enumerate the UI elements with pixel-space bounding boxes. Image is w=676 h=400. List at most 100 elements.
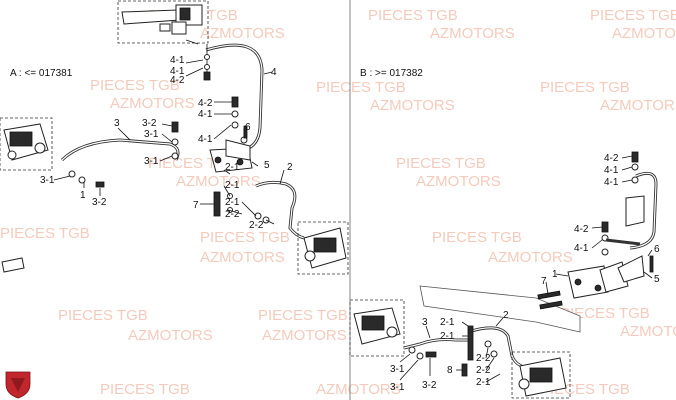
callout-4-2: 4-2: [198, 98, 213, 109]
panel-a: 4-1 4-1 4-2 4 4-2 4-1 4-1 6 3 3-2 3-1 3-…: [0, 0, 349, 275]
watermark-text: PIECES TGB: [58, 307, 148, 324]
right-caliper-box-b: [511, 351, 571, 399]
callout-4-2: 4-2: [604, 153, 619, 164]
banjo-bolt: [425, 351, 437, 358]
watermark-text: PIECES TGB: [316, 79, 406, 96]
watermark-text: PIECES TGB: [540, 79, 630, 96]
callout-3-2: 3-2: [422, 380, 437, 391]
watermark-text: AZMOTORS: [262, 327, 347, 344]
washer: [631, 176, 639, 184]
washer: [408, 346, 416, 354]
brake-junction-block: [209, 139, 253, 173]
callout-2-2: 2-2: [476, 353, 491, 364]
left-caliper-box-b: [349, 299, 405, 357]
callout-3-1: 3-1: [144, 129, 159, 140]
banjo-bolt: [231, 96, 239, 108]
watermark-text: PIECES TGB: [0, 225, 90, 242]
watermark-text: PIECES TGB: [200, 229, 290, 246]
callout-2-1: 2-1: [225, 197, 240, 208]
watermark-text: AZMOTORS: [200, 25, 285, 42]
left-caliper-box: [0, 117, 53, 171]
washer: [68, 170, 76, 178]
callout-2-1: 2-1: [225, 162, 240, 173]
callout-4-1: 4-1: [604, 165, 619, 176]
bleed-bolt-8: [461, 363, 468, 377]
leader-lines-b: [399, 155, 653, 383]
callout-7: 7: [193, 200, 199, 211]
bracket-screw: [649, 255, 654, 273]
watermark-text: AZMOTORS: [200, 249, 285, 266]
callout-2-2: 2-2: [225, 209, 240, 220]
washer: [254, 212, 262, 220]
watermark-text: AZMOTORS: [176, 173, 261, 190]
hose-clamp-bracket: [625, 195, 645, 227]
callout-1: 1: [80, 190, 86, 201]
callout-1: 1: [552, 269, 558, 280]
washer: [231, 110, 239, 118]
watermark-text: PIECES TGB: [258, 307, 348, 324]
watermark-text: PIECES TGB: [368, 7, 458, 24]
callout-2: 2: [287, 162, 293, 173]
callout-4-2: 4-2: [574, 224, 589, 235]
junction-bolt: [467, 325, 474, 361]
washer: [490, 350, 498, 358]
washer: [631, 163, 639, 171]
watermark-text: PIECES TGB: [590, 7, 676, 24]
watermark-text: AZMOTORS: [430, 25, 515, 42]
junction-mount-bolt: [539, 300, 563, 310]
watermark-text: AZMOTORS: [620, 323, 676, 340]
washer: [484, 340, 492, 348]
junction-mount-bolt: [537, 290, 561, 300]
watermark-text: PIECES TGB: [396, 155, 486, 172]
right-brake-caliper: [297, 221, 349, 275]
watermark-text: AZMOTORS: [110, 95, 195, 112]
watermark-text: AZMOTORS: [316, 381, 401, 398]
callout-4-1: 4-1: [170, 55, 185, 66]
brake-lever-assembly: [117, 0, 209, 44]
callout-7: 7: [541, 276, 547, 287]
callout-4: 4: [271, 67, 277, 78]
washer: [171, 138, 179, 146]
master-cylinder-reservoir: [179, 7, 191, 21]
callout-4-1: 4-1: [198, 134, 213, 145]
callout-5: 5: [654, 274, 660, 285]
washer: [416, 352, 424, 360]
washer: [231, 121, 239, 129]
watermark-layer: PIECES TGB AZMOTORS PIECES TGB AZMOTORS …: [0, 7, 676, 398]
washer: [204, 64, 210, 70]
watermark-text: AZMOTORS: [416, 173, 501, 190]
callout-2-1: 2-1: [440, 317, 455, 328]
callout-3: 3: [114, 118, 120, 129]
callout-4-1: 4-1: [170, 66, 185, 77]
watermark-text: PIECES TGB: [100, 381, 190, 398]
watermark-text: AZMOTORS: [128, 327, 213, 344]
callout-4-1: 4-1: [198, 109, 213, 120]
brake-hose-3-b: [403, 338, 468, 350]
watermark-text: PIECES TGB: [90, 77, 180, 94]
callout-2-1: 2-1: [476, 377, 491, 388]
leader-lines-a: [53, 39, 285, 225]
callout-4-1: 4-1: [604, 177, 619, 188]
callout-3-1: 3-1: [390, 364, 405, 375]
lever-detail-box: [117, 0, 209, 44]
watermark-text: PIECES TGB: [560, 305, 650, 322]
callout-3-1: 3-1: [40, 175, 55, 186]
washer: [601, 248, 609, 256]
junction-bracket: [617, 255, 645, 283]
panel-b: 4-2 4-1 4-1 4-2 4-1 6 5 1 7 3 2-1 2 2-1 …: [349, 151, 660, 399]
callout-3-2: 3-2: [142, 118, 157, 129]
callout-3-1: 3-1: [144, 156, 159, 167]
lever-clamp: [171, 21, 187, 35]
callout-6: 6: [654, 244, 660, 255]
left-brake-caliper-b: [349, 299, 405, 357]
variant-b-label: B : >= 017382: [360, 68, 423, 79]
washer: [78, 176, 86, 184]
washer: [171, 152, 179, 160]
right-brake-caliper-b: [511, 351, 571, 399]
hose-clip: [1, 257, 25, 273]
callout-5: 5: [264, 160, 270, 171]
frame-plate: [419, 285, 581, 333]
watermark-text: PIECES TGB: [432, 229, 522, 246]
callout-8: 8: [447, 365, 453, 376]
watermark-text: AZMOTORS: [488, 249, 573, 266]
